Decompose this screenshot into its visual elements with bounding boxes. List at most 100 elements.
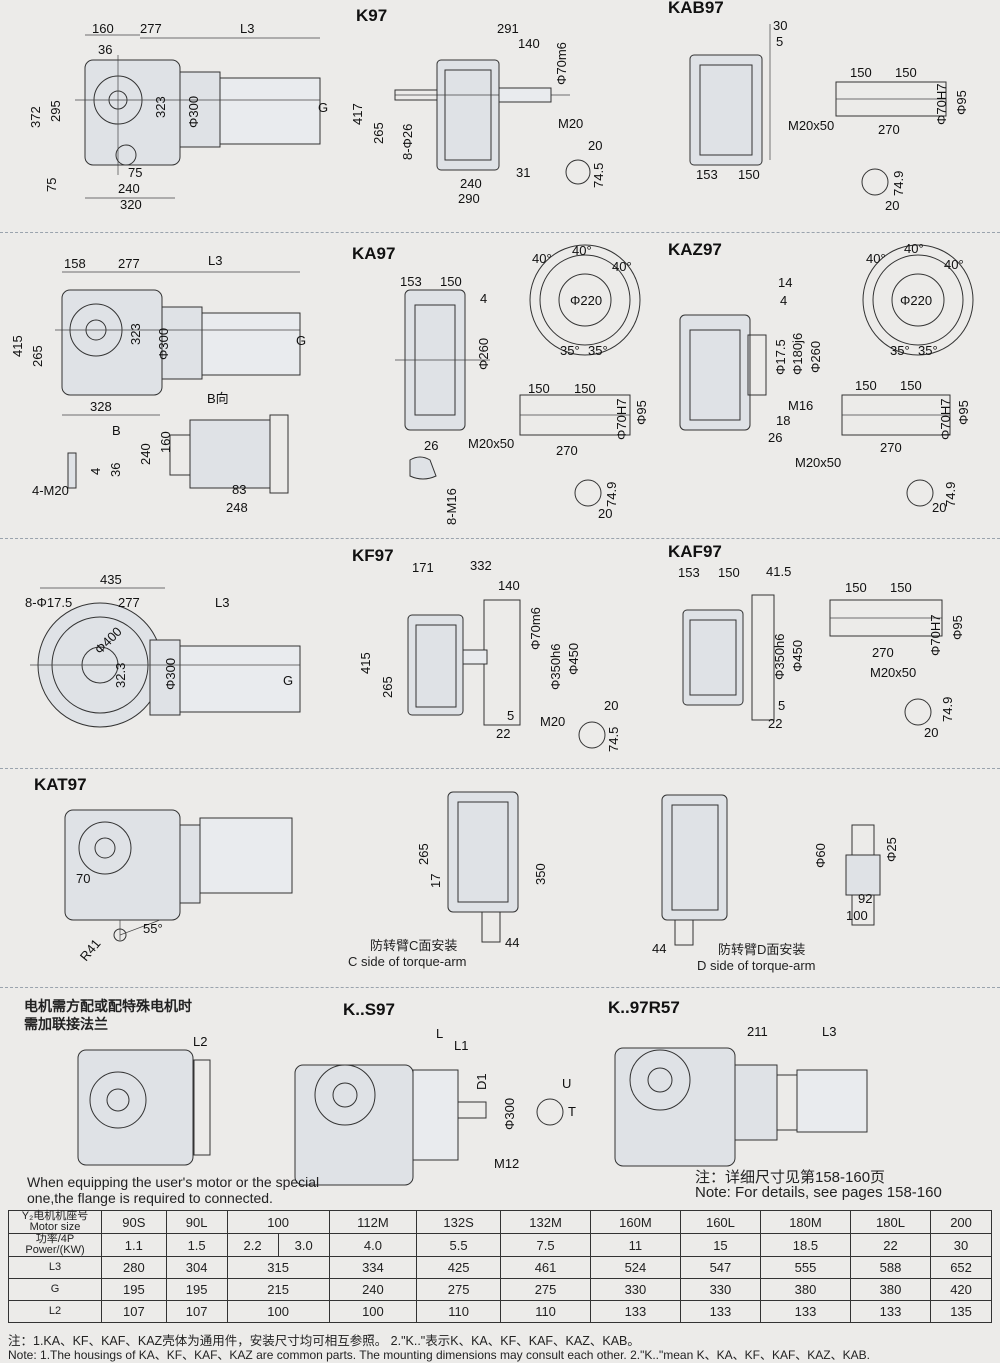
table-cell: 275 [416,1278,502,1301]
dim-D1: D1 [474,1073,489,1090]
dim-160: 160 [92,21,114,36]
dim-270: 270 [878,122,900,137]
table-cell: 2.2 [226,1233,279,1257]
dim-295: 295 [48,100,63,122]
dim-265: 265 [380,676,395,698]
caption-c-cn: 防转臂C面安装 [370,938,458,953]
dim-30: 30 [773,18,787,33]
table-cell: 18.5 [760,1233,851,1257]
separator-3 [0,768,1000,769]
dim-8-phi26: 8-Φ26 [400,124,415,160]
dim-phi220-kaz: Φ220 [900,293,932,308]
drawing-ka97: 158 277 L3 415 265 323 Φ300 G 328 B向 B 1… [10,241,974,525]
label-b-view: B向 [207,391,229,406]
dim-74.9: 74.9 [940,697,955,722]
dim-L3: L3 [215,595,229,610]
kaf97-view [682,594,943,726]
dim-415: 415 [358,652,373,674]
ka97-flange-circle [529,244,641,356]
dim-22: 22 [768,716,782,731]
dim-153: 153 [678,565,700,580]
flange-note-cn-1: 电机需方配或配特殊电机时 [24,998,192,1014]
dim-4: 4 [88,468,103,475]
kf97-front-view [407,599,606,749]
dim-G: G [318,100,328,115]
table-cell: 1.5 [165,1233,228,1257]
dim-328: 328 [90,399,112,414]
dim-140: 140 [498,578,520,593]
dim-40deg-kaz-c: 40° [944,257,964,272]
dim-150: 150 [440,274,462,289]
dim-phi70H7: Φ70H7 [934,84,949,125]
label-b: B [112,423,121,438]
dim-M16: M16 [788,398,813,413]
footer-note-en: Note: 1.The housings of KA、KF、KAF、KAZ ar… [8,1348,870,1362]
dim-417: 417 [350,103,365,125]
dim-150b: 150 [574,381,596,396]
dim-40deg-c: 40° [612,259,632,274]
dim-phi70H7: Φ70H7 [614,399,629,440]
ka97-plug [67,452,77,489]
dim-265: 265 [30,345,45,367]
dim-L1: L1 [454,1038,468,1053]
dim-4: 4 [780,293,787,308]
dim-phi95: Φ95 [950,615,965,640]
table-cell: 547 [679,1256,762,1279]
dim-5: 5 [778,698,785,713]
separator-4 [0,987,1000,988]
table-cell: 100 [226,1210,330,1234]
dim-171: 171 [412,560,434,575]
ka97-front-view [395,289,631,507]
dim-248: 248 [226,500,248,515]
table-cell: 275 [500,1278,591,1301]
title-kf97: KF97 [352,546,394,565]
label: Y₂电机机座号 [21,1210,89,1222]
dim-332: 332 [470,558,492,573]
ks97-view [294,1064,564,1186]
dim-phi60: Φ60 [813,843,828,868]
dim-74.9: 74.9 [604,482,619,507]
dim-40deg-a: 40° [532,251,552,266]
table-cell: L2 [8,1300,102,1323]
dim-265: 265 [416,843,431,865]
table-cell: 200 [930,1210,992,1234]
title-kab97: KAB97 [668,0,724,17]
table-cell: 588 [849,1256,932,1279]
dim-35deg-kaz-a: 35° [890,343,910,358]
kab97-view [689,24,947,196]
dim-44: 44 [505,935,519,950]
dim-240: 240 [118,181,140,196]
dim-8-M16: 8-M16 [444,488,459,525]
table-cell: 461 [500,1256,591,1279]
dim-T: T [568,1104,576,1119]
dim-M20x50: M20x50 [468,436,514,451]
title-ks97: K..S97 [343,1000,395,1019]
dim-5: 5 [776,34,783,49]
dim-92: 92 [858,891,872,906]
table-cell: 380 [849,1278,932,1301]
dim-phi300: Φ300 [156,328,171,360]
dim-40deg-b: 40° [572,243,592,258]
dim-26: 26 [768,430,782,445]
dim-L3: L3 [240,21,254,36]
dim-26: 26 [424,438,438,453]
dim-100: 100 [846,908,868,923]
title-k97: K97 [356,6,388,25]
k97-side-view [75,55,321,175]
dim-phi95: Φ95 [634,400,649,425]
dim-M20: M20 [540,714,565,729]
dim-phi300: Φ300 [163,658,178,690]
dim-20b: 20 [885,198,899,213]
drawing-flange: L2 L L1 D1 Φ300 M12 U T 211 L3 [77,1024,868,1186]
dim-35deg-b: 35° [588,343,608,358]
dim-20: 20 [588,138,602,153]
dim-phi95: Φ95 [954,90,969,115]
table-cell: 132S [416,1210,502,1234]
table-cell: 334 [328,1256,418,1279]
table-cell: 5.5 [416,1233,502,1257]
dim-277: 277 [118,256,140,271]
